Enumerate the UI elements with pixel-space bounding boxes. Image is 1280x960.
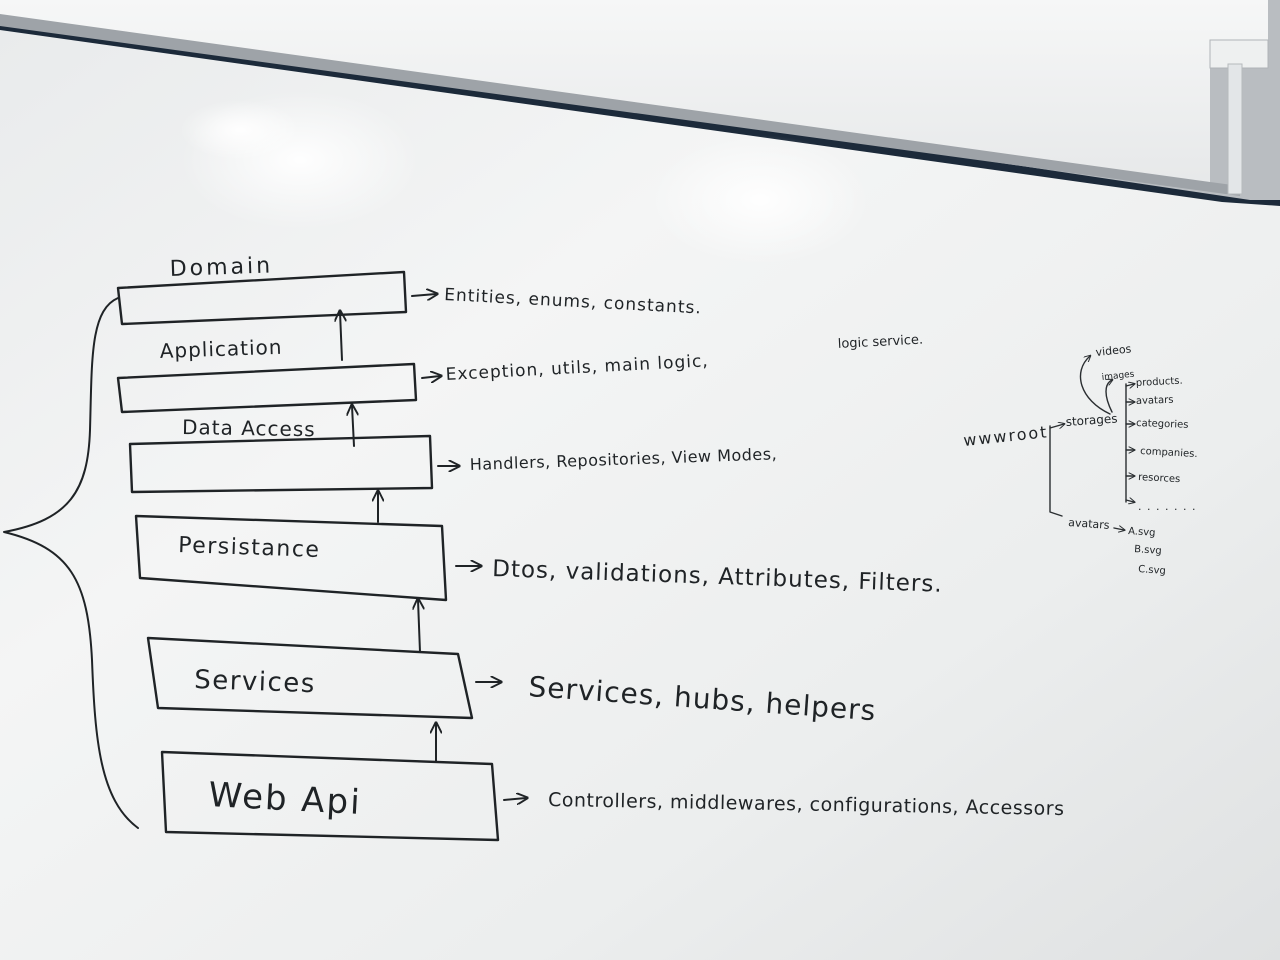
folder-images: images: [1101, 370, 1135, 383]
folder-image-child: categories: [1136, 418, 1189, 431]
projector-screen: [0, 0, 1268, 190]
avatar-file: C.svg: [1138, 564, 1166, 577]
layer-box-services: [146, 636, 474, 720]
layer-name-application: Application: [159, 335, 283, 363]
light-glare: [180, 100, 300, 160]
layer-name-persistance: Persistance: [178, 533, 321, 563]
right-arrow-icon: [503, 798, 526, 800]
folder-storage: storages: [1065, 411, 1118, 429]
folder-image-child: avatars: [1136, 395, 1174, 407]
right-arrow-icon: [411, 294, 436, 296]
folder-image-child: products.: [1136, 376, 1183, 389]
folder-videos: videos: [1095, 342, 1132, 359]
tree-branch-line: [1049, 425, 1063, 517]
tree-arrow-icon: [1105, 380, 1112, 413]
tree-arrow-icon: [1113, 528, 1124, 530]
tree-arrow-icon: [1049, 424, 1064, 428]
layer-name-services: Services: [194, 665, 317, 699]
up-arrow-icon: [418, 600, 420, 653]
layer-box-domain: [116, 270, 408, 326]
layer-box-web-api: [160, 750, 500, 842]
layer-box-persistance: [134, 514, 448, 602]
layer-name-domain: Domain: [169, 253, 273, 282]
tree-arrow-icon: [1125, 384, 1134, 386]
layer-name-data-access: Data Access: [182, 415, 316, 441]
layers-brace: [3, 297, 139, 829]
side-note: logic service.: [837, 333, 923, 352]
whiteboard-surface: [0, 30, 1280, 960]
folder-avatars: avatars: [1068, 516, 1110, 532]
avatar-file: B.svg: [1134, 544, 1162, 557]
projector-screen-bar: [0, 14, 1240, 196]
screen-pull: [1227, 63, 1243, 195]
right-arrow-icon: [421, 376, 440, 378]
layer-box-data-access: [128, 434, 434, 494]
layer-box-application: [116, 362, 418, 414]
up-arrow-icon: [352, 406, 354, 447]
light-glare: [650, 135, 870, 265]
folder-image-child: companies.: [1140, 446, 1198, 460]
folder-ellipsis: . . . . . . .: [1138, 500, 1196, 513]
screen-case-end: [1209, 39, 1269, 69]
tree-arrow-icon: [1125, 500, 1134, 502]
layer-name-web-api: Web Api: [208, 775, 363, 823]
up-arrow-icon: [340, 312, 342, 361]
folder-image-child: resorces: [1138, 472, 1181, 485]
tree-arrow-icon: [1079, 356, 1111, 415]
avatar-file: A.svg: [1128, 526, 1156, 539]
